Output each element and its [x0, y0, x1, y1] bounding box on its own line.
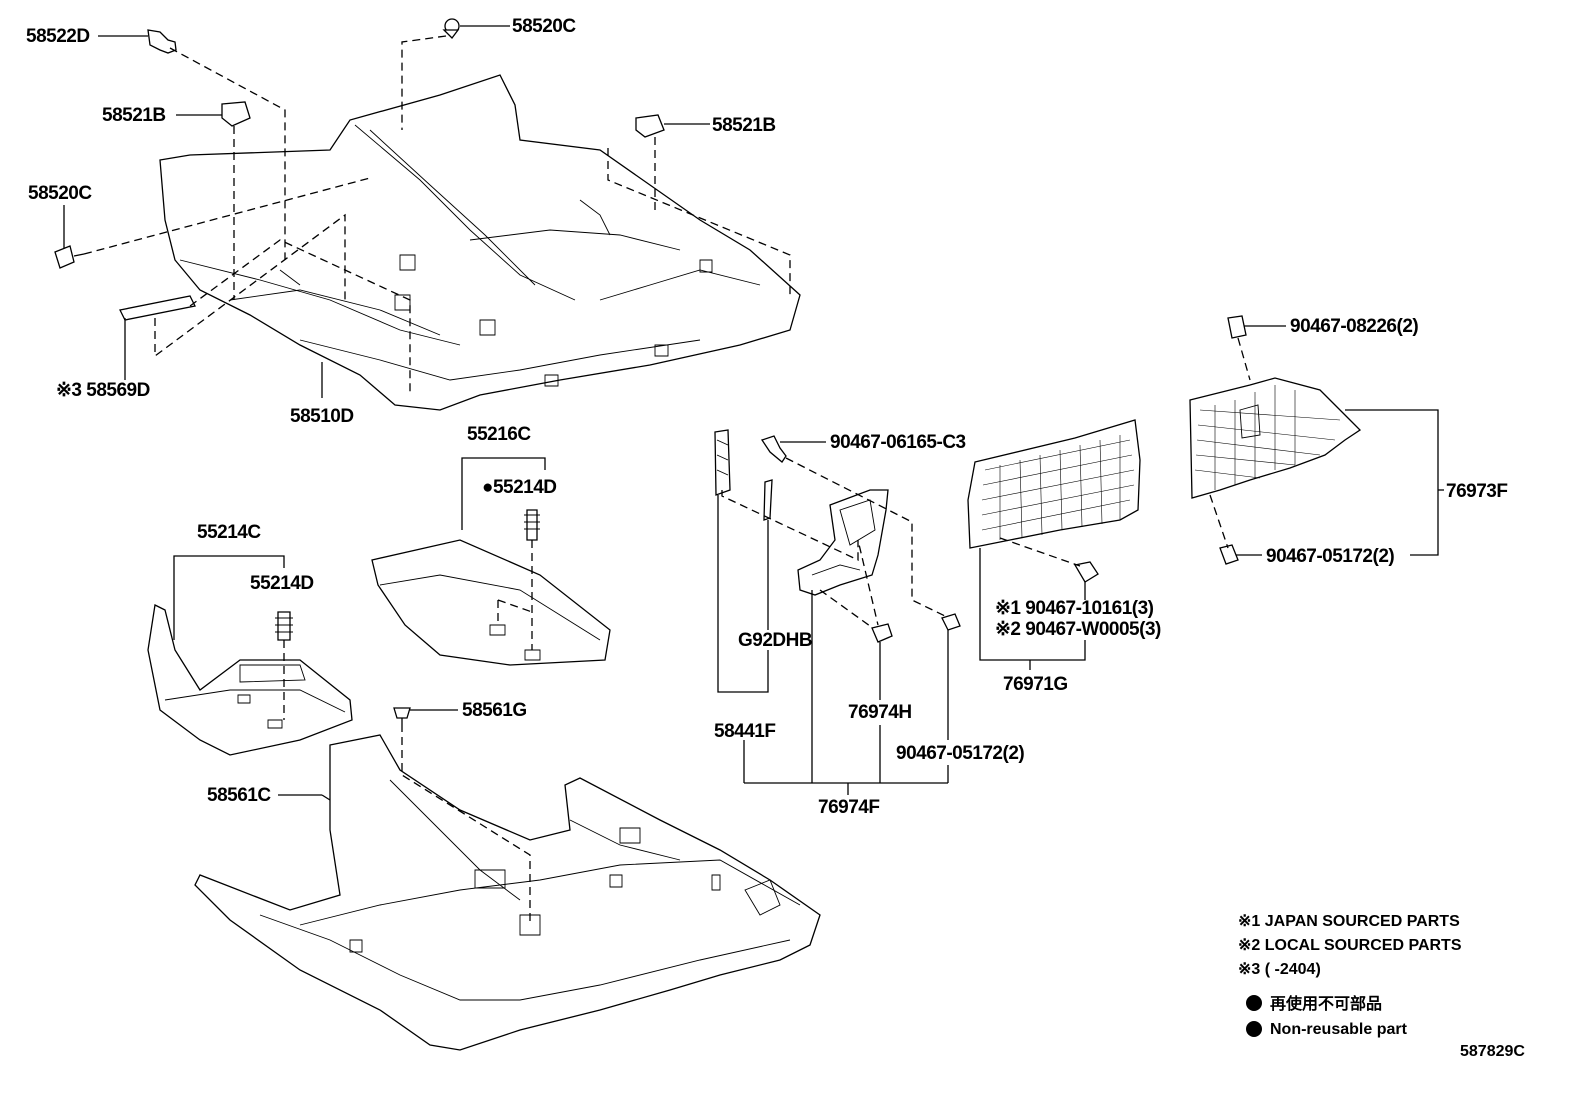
label-58522d: 58522D [26, 26, 90, 47]
clip-90467-05172-right [1219, 544, 1239, 565]
clip-55214d-top [524, 509, 540, 541]
trim-panel-76971g [967, 419, 1141, 549]
label-90467-08226: 90467-08226(2) [1290, 316, 1418, 337]
note-japan-sourced: ※1 JAPAN SOURCED PARTS [1238, 913, 1460, 930]
note-local-sourced: ※2 LOCAL SOURCED PARTS [1238, 937, 1462, 954]
label-g92dhb: G92DHB [738, 630, 812, 651]
note-range: ※3 ( -2404) [1238, 961, 1321, 978]
note-non-reusable-jp: 再使用不可部品 [1270, 994, 1382, 1013]
floor-carpet-58510d [159, 74, 801, 411]
label-90467-05172-mid: 90467-05172(2) [896, 743, 1024, 764]
trim-panel-76973f [1189, 377, 1362, 499]
scuff-plate-58441f [714, 429, 731, 496]
label-55214c: 55214C [197, 522, 261, 543]
label-55214d-top: ●55214D [482, 477, 557, 498]
non-reusable-bullet-icon [1246, 995, 1262, 1011]
label-58561c: 58561C [207, 785, 271, 806]
label-76971g: 76971G [1003, 674, 1068, 695]
label-76974h: 76974H [848, 702, 912, 723]
label-90467-06165-c3: 90467-06165-C3 [830, 432, 966, 453]
screw-90467-06165 [760, 435, 787, 463]
pin-58561g [393, 707, 411, 724]
label-58510d: 58510D [290, 406, 354, 427]
clip-90467-10161 [1073, 561, 1099, 583]
spacer-g92dhb [763, 479, 773, 521]
note-non-reusable-en: Non-reusable part [1270, 1021, 1408, 1038]
label-58520c-top: 58520C [512, 16, 576, 37]
label-58521b-left: 58521B [102, 105, 166, 126]
bracket-58569d [119, 295, 196, 321]
side-trim-76974f [797, 489, 889, 596]
label-90467-10161: ※1 90467-10161(3) [995, 598, 1154, 619]
pin-58520c-left [54, 245, 85, 269]
label-90467-05172-right: 90467-05172(2) [1266, 546, 1394, 567]
label-55214d-left: 55214D [250, 573, 314, 594]
clip-58520c-top [442, 18, 460, 39]
label-58569d: ※3 58569D [56, 380, 150, 401]
retainer-58521b-left [221, 101, 251, 127]
label-55216c: 55216C [467, 424, 531, 445]
label-58441f: 58441F [714, 721, 775, 742]
silencer-pad-55216c [371, 539, 611, 666]
label-58520c-left: 58520C [28, 183, 92, 204]
clip-58522d [147, 29, 177, 54]
clip-55214d-left [275, 611, 293, 641]
floor-carpet-58561c [194, 734, 821, 1051]
label-58521b-right: 58521B [712, 115, 776, 136]
label-58561g: 58561G [462, 700, 527, 721]
non-reusable-bullet-icon-en [1246, 1021, 1262, 1037]
label-76973f: 76973F [1446, 481, 1507, 502]
clip-76974h [871, 623, 893, 643]
screw-90467-08226 [1227, 315, 1247, 339]
label-90467-w0005: ※2 90467-W0005(3) [995, 619, 1161, 640]
retainer-58521b-right [635, 114, 665, 138]
label-76974f: 76974F [818, 797, 879, 818]
silencer-pad-55214c [147, 604, 353, 756]
figure-number: 587829C [1460, 1043, 1525, 1060]
clip-90467-05172-mid [941, 613, 961, 631]
